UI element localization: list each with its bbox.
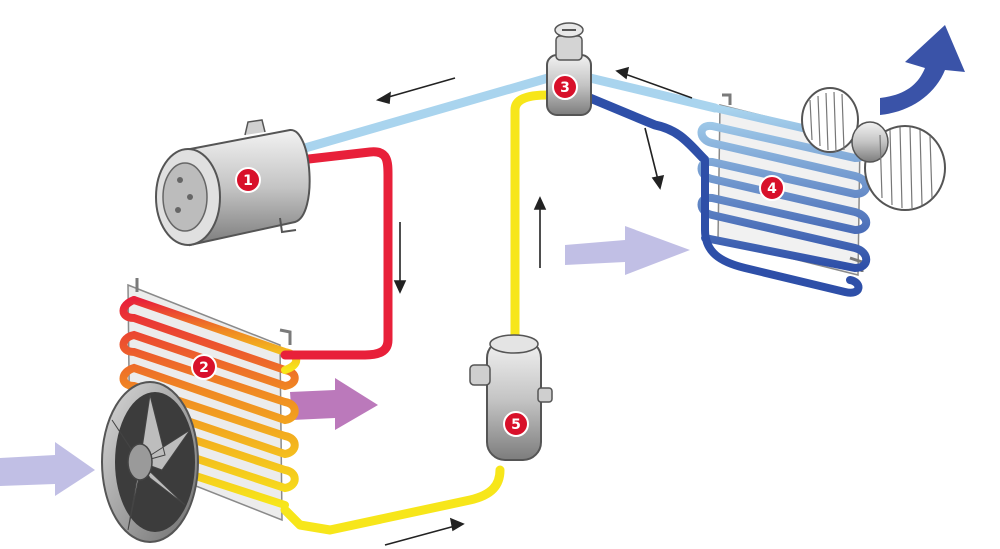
expansion-valve <box>546 22 592 116</box>
flow-arrow-down-icon <box>393 222 407 294</box>
component-badges[interactable]: 1 2 3 4 5 <box>191 74 785 437</box>
compressor <box>155 119 311 247</box>
flow-arrow-left-icon <box>375 77 456 105</box>
receiver-drier <box>469 334 553 461</box>
liquid-line-up <box>510 90 553 350</box>
flow-arrow-up-icon <box>533 196 547 268</box>
airflow-arrows <box>0 25 965 496</box>
suction-line <box>300 73 720 153</box>
cold-air-arrow <box>880 25 965 115</box>
badge-expansion-valve[interactable]: 3 <box>552 74 578 100</box>
badge-5-number: 5 <box>511 417 521 433</box>
condenser-fan <box>101 381 199 543</box>
liquid-line-low <box>280 465 505 535</box>
fresh-air-arrow-left <box>0 442 95 496</box>
refrigerant-lines <box>280 73 720 535</box>
badge-4-number: 4 <box>767 181 777 197</box>
flow-arrow-down-icon <box>644 127 665 190</box>
cold-line <box>585 93 710 165</box>
badge-1-number: 1 <box>243 173 253 189</box>
hot-air-arrow <box>290 378 378 430</box>
badge-condenser[interactable]: 2 <box>191 354 217 380</box>
badge-2-number: 2 <box>199 360 209 376</box>
discharge-line <box>280 147 393 360</box>
evaporator-blower <box>801 87 946 211</box>
flow-arrow-right-icon <box>384 517 465 546</box>
badge-evaporator[interactable]: 4 <box>759 175 785 201</box>
flow-arrow-left-icon <box>615 66 693 99</box>
fresh-air-arrow-right <box>565 226 690 275</box>
badge-3-number: 3 <box>560 80 570 96</box>
badge-compressor[interactable]: 1 <box>235 167 261 193</box>
badge-receiver-drier[interactable]: 5 <box>503 411 529 437</box>
flow-arrows <box>375 66 693 546</box>
